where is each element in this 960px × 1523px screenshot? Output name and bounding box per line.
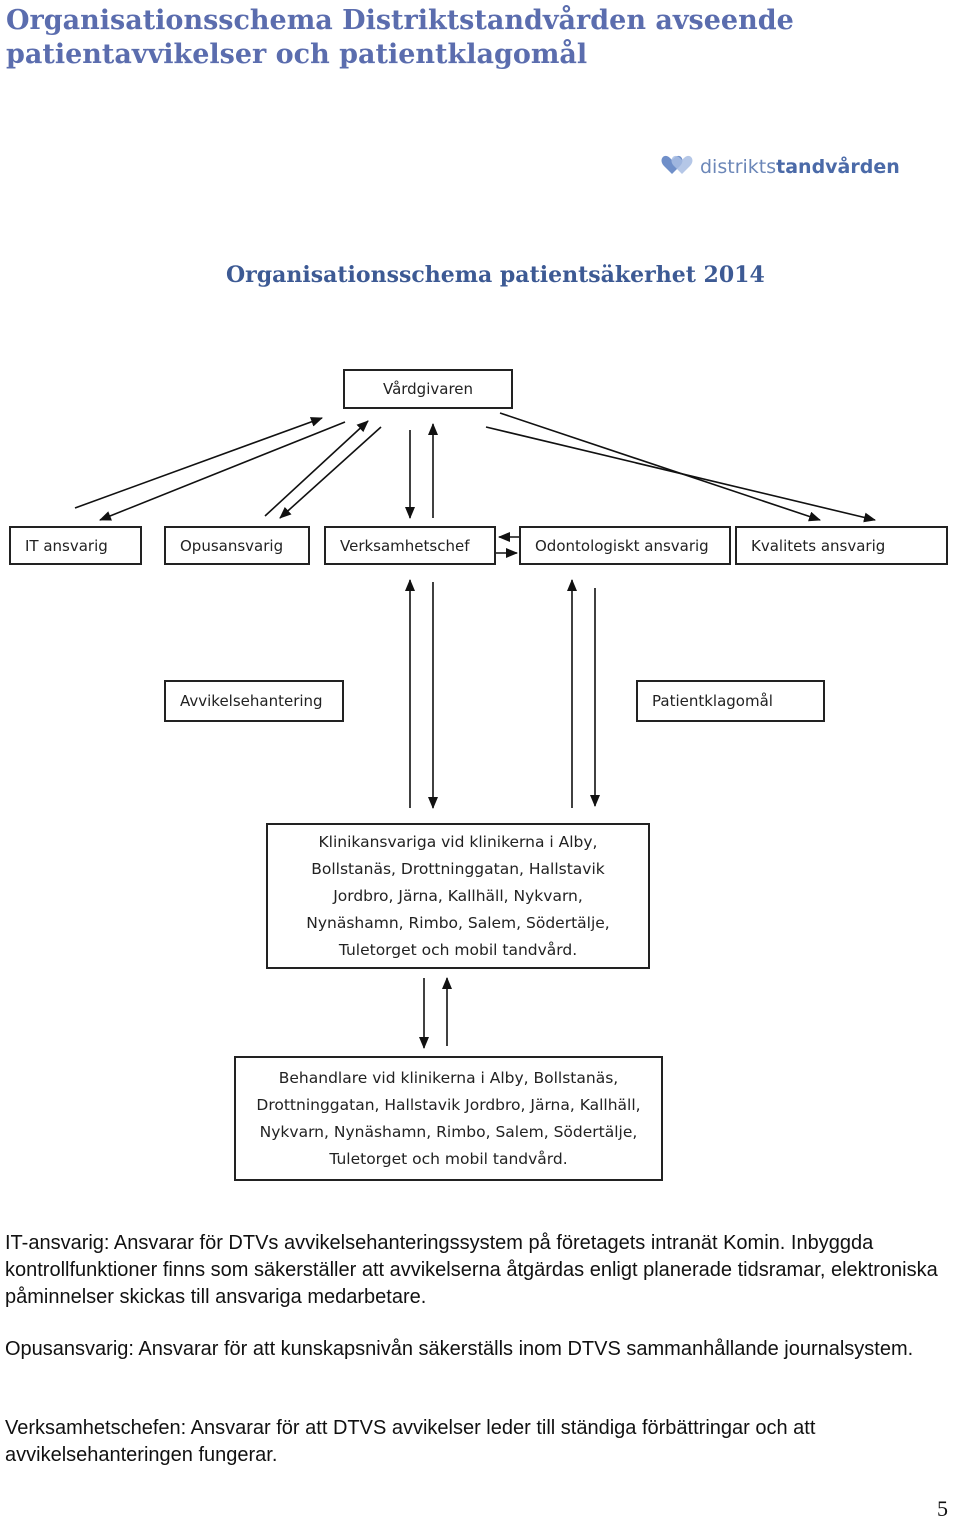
arrow-vardgivaren-to-opus: [279, 426, 382, 519]
box-patientklagomal: Patientklagomål: [636, 680, 825, 722]
arrow-vardgivaren-to-kvalitets: [485, 426, 876, 523]
box-behandlare: Behandlare vid klinikerna i Alby, Bollst…: [234, 1056, 663, 1181]
heart-logo-icon: [661, 155, 693, 174]
box-opusansvarig: Opusansvarig: [164, 526, 310, 565]
arrow-vardgivaren-to-it: [99, 421, 346, 521]
paragraph-verksamhetschef: Verksamhetschefen: Ansvarar för att DTVS…: [5, 1417, 816, 1466]
box-avvikelsehantering: Avvikelsehantering: [164, 680, 344, 722]
org-chart-arrows: [74, 412, 876, 1049]
arrow-it-to-vardgivaren: [74, 417, 323, 509]
page-number: 5: [937, 1496, 948, 1521]
box-vardgivaren: Vårdgivaren: [343, 369, 513, 409]
arrow-vardgivaren-to-odontologiskt: [499, 412, 821, 522]
box-verksamhetschef: Verksamhetschef: [324, 526, 496, 565]
logo-text: distriktstandvården: [700, 156, 900, 178]
box-it-ansvarig: IT ansvarig: [9, 526, 142, 565]
paragraph-it-ansvarig: IT-ansvarig: Ansvarar för DTVs avvikelse…: [5, 1232, 938, 1308]
paragraph-opusansvarig: Opusansvarig: Ansvarar för att kunskapsn…: [5, 1338, 914, 1360]
box-klinikansvariga: Klinikansvariga vid klinikerna i Alby, B…: [266, 823, 650, 969]
box-odontologiskt-ansvarig: Odontologiskt ansvarig: [519, 526, 731, 565]
distriktstandvarden-logo: distriktstandvården: [660, 152, 900, 186]
page-heading: Organisationsschema Distriktstandvården …: [6, 5, 794, 70]
chart-title: Organisationsschema patientsäkerhet 2014: [226, 262, 765, 288]
box-kvalitets-ansvarig: Kvalitets ansvarig: [735, 526, 948, 565]
arrow-opus-to-vardgivaren: [264, 420, 369, 517]
